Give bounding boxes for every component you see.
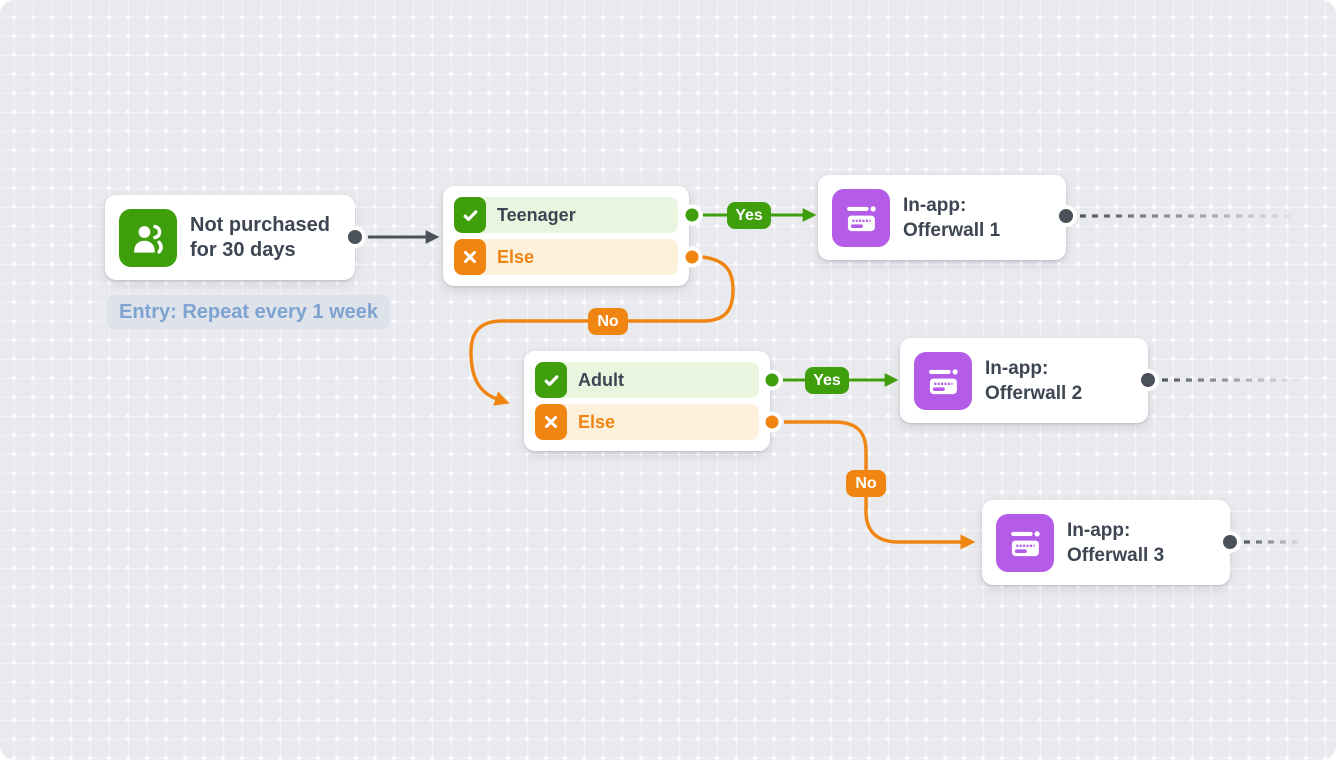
entry-title-line1: Not purchased bbox=[190, 213, 331, 236]
yes-badge-1[interactable]: Yes bbox=[727, 202, 771, 229]
offerwall-node-title: In-app: Offerwall 1 bbox=[903, 193, 1000, 243]
condition-row-label: Else bbox=[578, 411, 616, 432]
action-title-line2: Offerwall 3 bbox=[1067, 544, 1165, 566]
condition-node-2[interactable]: Adult Else bbox=[524, 351, 770, 451]
offerwall-icon bbox=[914, 351, 972, 410]
entry-title-line2: for 30 days bbox=[190, 238, 296, 261]
offerwall-icon bbox=[832, 188, 890, 247]
entry-node-title: Not purchased for 30 days bbox=[190, 213, 330, 263]
offerwall-node-title: In-app: Offerwall 3 bbox=[1067, 518, 1164, 568]
offerwall-icon bbox=[996, 513, 1054, 572]
no-badge-2[interactable]: No bbox=[846, 470, 886, 497]
cross-icon bbox=[454, 239, 486, 275]
condition-2-row-else[interactable]: Else bbox=[535, 404, 759, 440]
condition-2-row-yes[interactable]: Adult bbox=[535, 362, 759, 398]
offerwall-node-1[interactable]: In-app: Offerwall 1 bbox=[818, 175, 1066, 260]
check-icon bbox=[535, 362, 567, 398]
yes-badge-2[interactable]: Yes bbox=[805, 367, 849, 394]
condition-row-label: Teenager bbox=[497, 204, 576, 225]
offerwall-node-3[interactable]: In-app: Offerwall 3 bbox=[982, 500, 1230, 585]
no-badge-1[interactable]: No bbox=[588, 308, 628, 335]
check-icon bbox=[454, 197, 486, 233]
offerwall-node-title: In-app: Offerwall 2 bbox=[985, 356, 1082, 406]
condition-1-row-yes[interactable]: Teenager bbox=[454, 197, 678, 233]
action-title-line1: In-app: bbox=[903, 194, 967, 216]
condition-row-label: Else bbox=[497, 246, 535, 267]
cross-icon bbox=[535, 404, 567, 440]
entry-node[interactable]: Not purchased for 30 days bbox=[105, 195, 355, 280]
users-icon bbox=[119, 208, 177, 267]
offerwall-node-2[interactable]: In-app: Offerwall 2 bbox=[900, 338, 1148, 423]
action-title-line1: In-app: bbox=[985, 357, 1049, 379]
action-title-line2: Offerwall 2 bbox=[985, 382, 1083, 404]
condition-node-1[interactable]: Teenager Else bbox=[443, 186, 689, 286]
action-title-line2: Offerwall 1 bbox=[903, 219, 1001, 241]
action-title-line1: In-app: bbox=[1067, 519, 1131, 541]
condition-row-label: Adult bbox=[578, 369, 624, 390]
entry-schedule-badge: Entry: Repeat every 1 week bbox=[107, 295, 391, 329]
condition-1-row-else[interactable]: Else bbox=[454, 239, 678, 275]
